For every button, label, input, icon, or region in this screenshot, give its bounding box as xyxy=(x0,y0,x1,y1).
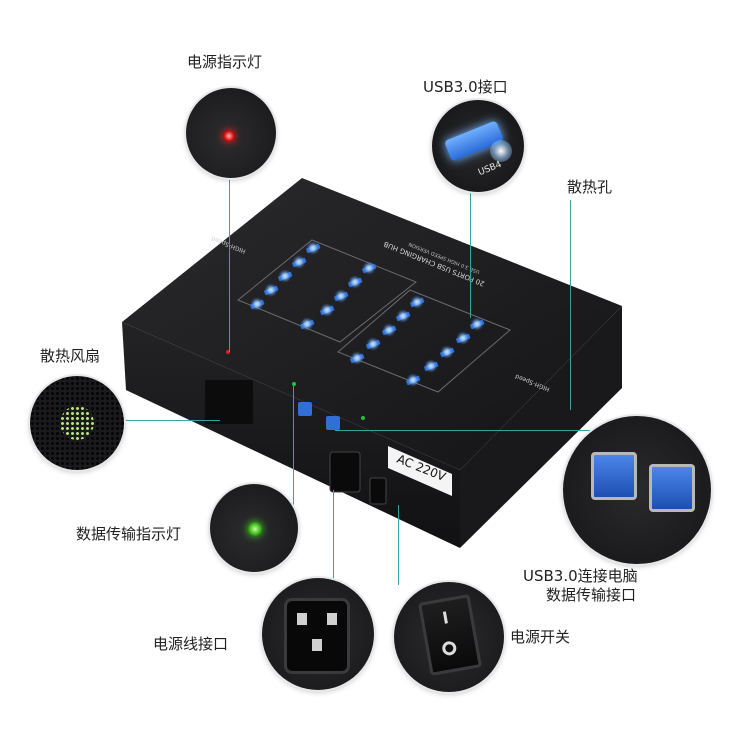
device-top-face xyxy=(122,178,622,470)
usb-port-glow xyxy=(250,241,484,387)
label-cooling-fan: 散热风扇 xyxy=(40,347,101,365)
label-data-indicator: 数据传输指示灯 xyxy=(76,525,182,543)
red-led-icon xyxy=(223,130,235,142)
zoom-pc-port xyxy=(563,416,711,564)
line-pc-port xyxy=(335,430,595,431)
front-usb-b-2 xyxy=(326,416,340,430)
label-pc-port-line2: 数据传输接口 xyxy=(546,586,637,604)
rocker-switch-icon xyxy=(417,594,483,676)
usb-glow-icon xyxy=(490,140,512,162)
front-vent-grille xyxy=(205,380,253,424)
green-led-icon xyxy=(248,522,262,536)
zoom-cooling-fan xyxy=(30,376,124,470)
line-vents xyxy=(570,200,571,410)
usb-b-port-icon-2 xyxy=(649,464,695,512)
line-data-led xyxy=(293,385,294,510)
zoom-data-indicator xyxy=(210,484,298,572)
line-usb30 xyxy=(470,170,471,318)
line-power-socket xyxy=(333,490,334,580)
front-usb-b-1 xyxy=(298,402,312,416)
label-power-switch: 电源开关 xyxy=(510,628,571,646)
line-power-switch xyxy=(398,505,399,585)
power-socket-icon xyxy=(284,598,350,674)
label-vent-holes: 散热孔 xyxy=(567,178,613,196)
port-group-outline-right xyxy=(337,289,511,393)
fan-icon xyxy=(60,406,94,440)
zoom-power-indicator xyxy=(186,88,276,178)
zoom-power-socket xyxy=(262,578,374,690)
device-right-face xyxy=(460,306,622,548)
line-power-led xyxy=(229,160,230,352)
zoom-usb30-port: USB4 xyxy=(432,100,524,192)
usb-b-port-icon-1 xyxy=(591,452,637,500)
data-led-dot-2 xyxy=(361,416,365,420)
label-power-socket: 电源线接口 xyxy=(153,635,229,653)
label-pc-port-line1: USB3.0连接电脑 xyxy=(523,567,638,585)
label-usb30-port: USB3.0接口 xyxy=(423,78,508,96)
line-fan xyxy=(120,420,220,421)
zoom-power-switch xyxy=(394,582,504,692)
label-power-indicator: 电源指示灯 xyxy=(187,53,263,71)
usb4-label: USB4 xyxy=(477,159,504,179)
ac-voltage-sticker xyxy=(388,446,452,496)
front-power-switch xyxy=(369,477,387,505)
front-power-socket xyxy=(329,451,361,493)
